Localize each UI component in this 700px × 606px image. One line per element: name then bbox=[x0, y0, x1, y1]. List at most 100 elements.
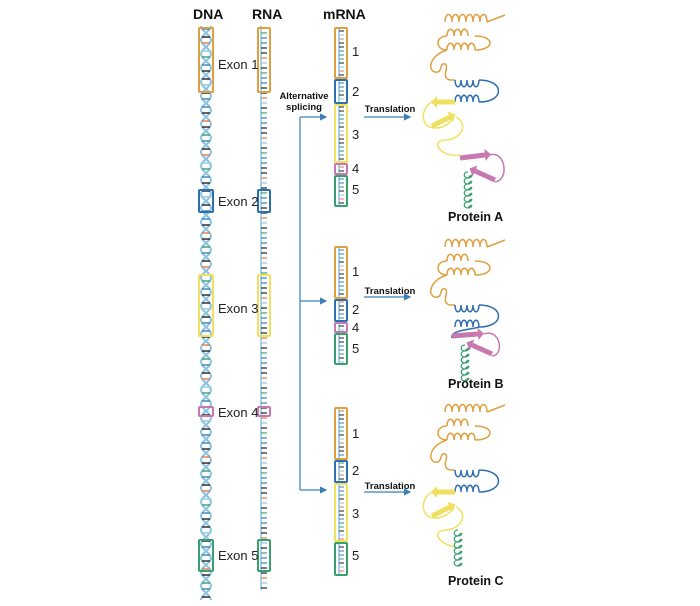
beta-sheet-exon4-head bbox=[469, 165, 478, 177]
mrna-exon-4-box bbox=[334, 163, 348, 175]
dna-strand-segment bbox=[200, 431, 212, 447]
dna-exon-3-box bbox=[198, 274, 214, 337]
dna-strand-segment bbox=[200, 235, 212, 251]
mrna-a-exon-3-number: 3 bbox=[352, 127, 360, 142]
loop-exon1 bbox=[474, 35, 491, 51]
beta-sheet-exon4 bbox=[451, 331, 479, 339]
mrna-a-exon-4-number: 4 bbox=[352, 161, 360, 176]
loop-exon1 bbox=[430, 439, 455, 471]
mrna-exon-5-box bbox=[334, 542, 348, 576]
dna-strand-segment bbox=[200, 305, 212, 321]
dna-strand-segment bbox=[200, 207, 212, 223]
translation-label-a: Translation bbox=[364, 104, 416, 115]
rna-exon-1-box bbox=[257, 27, 271, 93]
dna-strand-segment bbox=[200, 487, 212, 503]
translation-label-b: Translation bbox=[364, 286, 416, 297]
mrna-b-exon-1-number: 1 bbox=[352, 264, 360, 279]
helix-exon1 bbox=[446, 28, 469, 37]
exon-1-label: Exon 1 bbox=[218, 57, 259, 72]
loop-exon4 bbox=[489, 153, 505, 183]
loop-exon1 bbox=[437, 425, 448, 441]
loop-exon1 bbox=[430, 274, 455, 306]
helix-exon5 bbox=[460, 344, 470, 382]
loop-exon1 bbox=[486, 404, 506, 413]
mrna-exon-1-box bbox=[334, 27, 348, 79]
helix-exon2 bbox=[454, 319, 480, 328]
dna-strand-segment bbox=[200, 151, 212, 167]
mrna-variant-c bbox=[334, 407, 348, 576]
beta-sheet-exon4 bbox=[470, 342, 494, 357]
rna-exon-5-box bbox=[257, 539, 271, 572]
dna-strand-segment bbox=[200, 361, 212, 377]
dna-exon-5-box bbox=[198, 539, 214, 572]
dna-strand-segment bbox=[200, 389, 212, 405]
loop-exon1 bbox=[486, 14, 506, 23]
helix-exon2 bbox=[454, 79, 480, 88]
dna-strand-segment bbox=[200, 501, 212, 517]
protein-c-structure bbox=[422, 403, 506, 567]
mrna-exon-5-box bbox=[334, 175, 348, 207]
protein-a-label: Protein A bbox=[448, 210, 504, 224]
mrna-exon-5-box bbox=[334, 333, 348, 365]
helix-exon2 bbox=[454, 304, 480, 313]
dna-strand-segment bbox=[200, 123, 212, 139]
loop-exon3 bbox=[437, 116, 464, 156]
mrna-b-exon-2-number: 2 bbox=[352, 302, 360, 317]
loop-exon1 bbox=[437, 260, 448, 276]
mrna-exon-1-box bbox=[334, 246, 348, 299]
loop-exon2 bbox=[478, 469, 500, 493]
mrna-b-exon-4-number: 4 bbox=[352, 320, 360, 335]
dna-strand-segment bbox=[200, 95, 212, 111]
exon-2-label: Exon 2 bbox=[218, 194, 259, 209]
dna-strand-segment bbox=[200, 417, 212, 433]
dna-strand-segment bbox=[200, 165, 212, 181]
loop-exon2 bbox=[478, 304, 500, 328]
loop-exon1 bbox=[430, 49, 455, 81]
helix-exon1 bbox=[444, 403, 488, 413]
translation-label-c: Translation bbox=[364, 481, 416, 492]
exon-3-label: Exon 3 bbox=[218, 301, 259, 316]
dna-exon-2-box bbox=[198, 189, 214, 213]
helix-exon1 bbox=[444, 13, 488, 23]
dna-strand-segment bbox=[200, 67, 212, 83]
beta-sheet-exon4 bbox=[459, 152, 486, 161]
mrna-variant-a bbox=[334, 27, 348, 207]
mrna-exon-4-box bbox=[334, 322, 348, 333]
helix-exon1 bbox=[446, 432, 476, 441]
mrna-exon-3-box bbox=[334, 483, 348, 542]
beta-sheet-exon3 bbox=[430, 504, 452, 519]
mrna-a-exon-1-number: 1 bbox=[352, 44, 360, 59]
alternative-splicing-label: Alternative splicing bbox=[272, 91, 336, 113]
loop-exon1 bbox=[474, 425, 491, 441]
beta-sheet-exon3-head bbox=[447, 111, 456, 123]
helix-exon2 bbox=[454, 94, 480, 103]
helix-exon5 bbox=[453, 529, 463, 567]
helix-exon1 bbox=[444, 238, 488, 248]
dna-strand-segment bbox=[200, 473, 212, 489]
beta-sheet-exon4-head bbox=[477, 328, 484, 340]
dna-strand-segment bbox=[200, 221, 212, 237]
mrna-c-exon-1-number: 1 bbox=[352, 426, 360, 441]
beta-sheet-exon4 bbox=[473, 168, 497, 183]
helix-exon5 bbox=[463, 171, 473, 209]
loop-exon3 bbox=[422, 101, 452, 129]
exon-4-label: Exon 4 bbox=[218, 405, 259, 420]
protein-b-label: Protein B bbox=[448, 377, 504, 391]
loop-exon4 bbox=[483, 332, 501, 357]
mrna-a-exon-2-number: 2 bbox=[352, 84, 360, 99]
dna-strand-segment bbox=[200, 585, 212, 601]
dna-strand-segment bbox=[200, 81, 212, 97]
helix-exon1 bbox=[446, 418, 469, 427]
rna-exon-2-box bbox=[257, 189, 271, 213]
dna-strand-segment bbox=[200, 249, 212, 265]
beta-sheet-exon3-head bbox=[447, 501, 456, 513]
loop-exon3 bbox=[422, 491, 452, 519]
loop-exon3 bbox=[437, 506, 464, 549]
protein-a-structure bbox=[422, 13, 506, 209]
loop-exon1 bbox=[437, 35, 448, 51]
helix-exon1 bbox=[446, 253, 469, 262]
loop-exon2 bbox=[478, 79, 500, 103]
dna-strand-segment bbox=[200, 263, 212, 279]
beta-sheet-exon3 bbox=[430, 114, 452, 129]
